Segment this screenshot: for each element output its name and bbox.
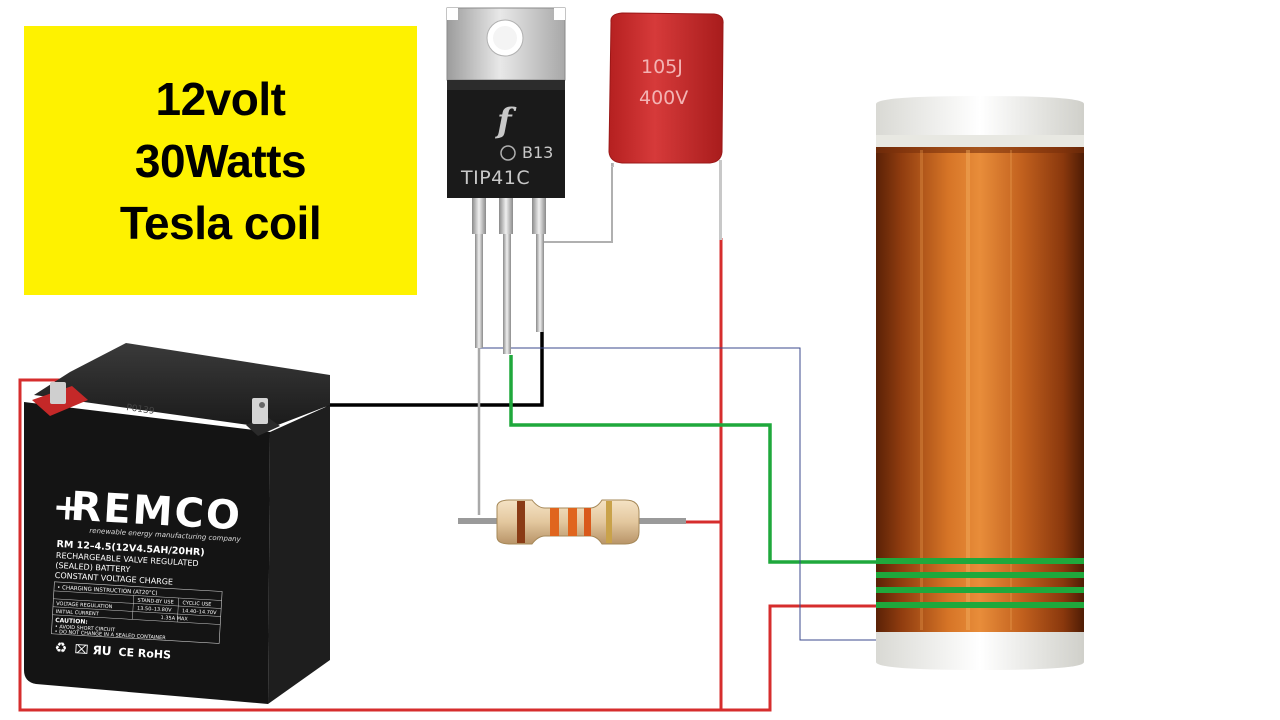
battery-desc2: (SEALED) BATTERY: [55, 561, 131, 574]
battery-remco: [24, 343, 330, 704]
battery-row1-label: VOLTAGE REGULATION: [56, 601, 113, 610]
transistor-e-mark: [500, 145, 516, 161]
battery-table-h1: STAND-BY USE: [137, 598, 174, 606]
resistor: [458, 499, 686, 545]
title-line-3: Tesla coil: [119, 196, 322, 249]
battery-plus-sign: +: [52, 487, 84, 530]
battery-table-h2: CYCLIC USE: [182, 600, 211, 608]
capacitor-value: 105J: [641, 56, 683, 78]
battery-caution1: • AVOID SHORT CIRCUIT: [55, 624, 117, 634]
ul-mark-icon: ЯU: [92, 643, 112, 658]
transistor-part-number: TIP41C: [460, 167, 530, 189]
battery-row1-v1: 13.50–13.80V: [137, 606, 172, 614]
battery-marks: CE RoHS: [118, 646, 171, 662]
battery-label: REMCO + renewable energy manufacturing c…: [51, 484, 243, 662]
transistor-tip41c: [446, 7, 566, 354]
transistor-code: B13: [522, 143, 553, 162]
title-line-1: 12volt: [155, 72, 286, 125]
battery-top-code: P0139: [126, 403, 156, 417]
wire-gray-capacitor: [540, 165, 613, 243]
battery-row2-label: INITIAL CURRENT: [56, 609, 100, 618]
wire-green-feedback: [509, 355, 880, 564]
wire-blue-secondary: [479, 347, 880, 641]
battery-brand: REMCO: [69, 484, 243, 540]
title-line-2: 30Watts: [134, 134, 307, 187]
transistor-logo: f: [495, 101, 517, 141]
tesla-coil: [876, 96, 1084, 670]
title-box: 12volt 30Watts Tesla coil: [24, 26, 417, 295]
battery-row2-v1: 1.35A MAX: [160, 615, 188, 623]
battery-charging-header: • CHARGING INSTRUCTION (AT20°C): [57, 585, 158, 597]
battery-caution: CAUTION:: [55, 617, 88, 626]
capacitor-voltage: 400V: [639, 87, 688, 109]
wire-black-negative: [270, 332, 544, 407]
bin-icon: ⌧: [74, 642, 89, 657]
recycle-icon: ♻: [54, 640, 67, 657]
capacitor-105j: [608, 12, 724, 240]
wire-red-positive: [18, 378, 880, 712]
battery-row1-v2: 14.40–14.70V: [182, 608, 217, 616]
